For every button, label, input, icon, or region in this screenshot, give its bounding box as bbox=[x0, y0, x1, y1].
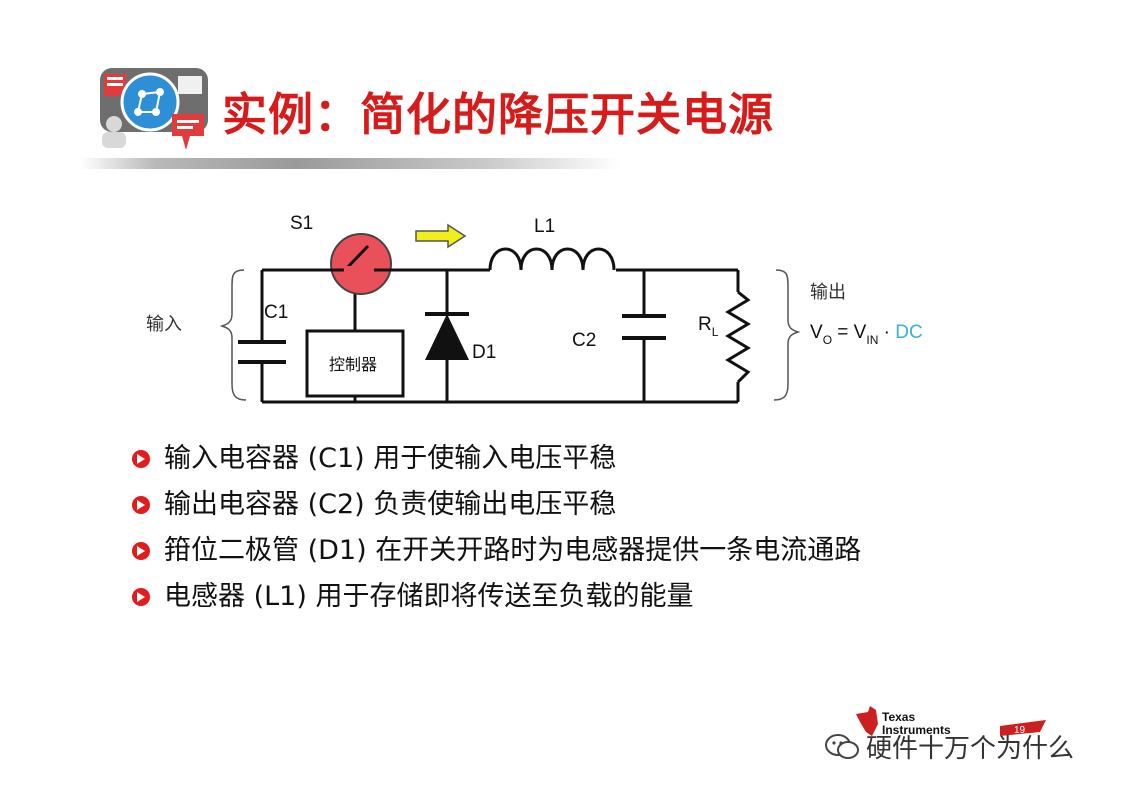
title-underline bbox=[80, 158, 620, 169]
arrow-bullet-icon bbox=[132, 588, 150, 606]
label-input: 输入 bbox=[146, 314, 182, 334]
output-brace bbox=[773, 269, 801, 401]
list-item: 输入电容器 (C1) 用于使输入电压平稳 bbox=[132, 436, 861, 482]
current-arrow-icon bbox=[415, 223, 467, 249]
texas-instruments-logo: Texas Instruments 19 bbox=[856, 706, 1046, 737]
resistor-rl bbox=[725, 290, 751, 384]
label-s1: S1 bbox=[290, 213, 313, 234]
ti-brand-line1: Texas bbox=[882, 710, 915, 724]
arrow-bullet-icon bbox=[132, 542, 150, 560]
bullet-list: 输入电容器 (C1) 用于使输入电压平稳 输出电容器 (C2) 负责使输出电压平… bbox=[132, 436, 861, 620]
watermark-text: 硬件十万个为什么 bbox=[866, 734, 1075, 764]
ti-brand-line2: Instruments bbox=[882, 723, 951, 737]
watermark: 硬件十万个为什么 bbox=[824, 728, 1074, 765]
wechat-icon bbox=[825, 733, 859, 759]
label-c2: C2 bbox=[572, 330, 596, 351]
topic-logo-icon bbox=[100, 68, 208, 150]
label-c1: C1 bbox=[264, 302, 288, 323]
label-d1: D1 bbox=[472, 342, 496, 363]
label-output: 输出 bbox=[810, 282, 846, 302]
page-title: 实例：简化的降压开关电源 bbox=[222, 88, 775, 141]
label-controller: 控制器 bbox=[329, 356, 377, 374]
diode-d1 bbox=[425, 312, 469, 360]
capacitor-c1 bbox=[238, 340, 286, 364]
list-item: 输出电容器 (C2) 负责使输出电压平稳 bbox=[132, 482, 861, 528]
label-l1: L1 bbox=[534, 216, 555, 237]
inductor-l1 bbox=[488, 247, 616, 271]
list-item: 箝位二极管 (D1) 在开关开路时为电感器提供一条电流通路 bbox=[132, 528, 861, 574]
arrow-bullet-icon bbox=[132, 450, 150, 468]
ti-state-icon bbox=[856, 706, 878, 736]
page-number: 19 bbox=[1014, 725, 1026, 736]
switch-s1 bbox=[330, 233, 392, 295]
arrow-bullet-icon bbox=[132, 496, 150, 514]
capacitor-c2 bbox=[622, 314, 666, 340]
controller-box bbox=[305, 329, 405, 398]
input-brace bbox=[219, 269, 247, 401]
output-formula: VO = VIN · DC bbox=[810, 322, 923, 347]
label-rl: RL bbox=[698, 314, 719, 339]
list-item: 电感器 (L1) 用于存储即将传送至负载的能量 bbox=[132, 574, 861, 620]
